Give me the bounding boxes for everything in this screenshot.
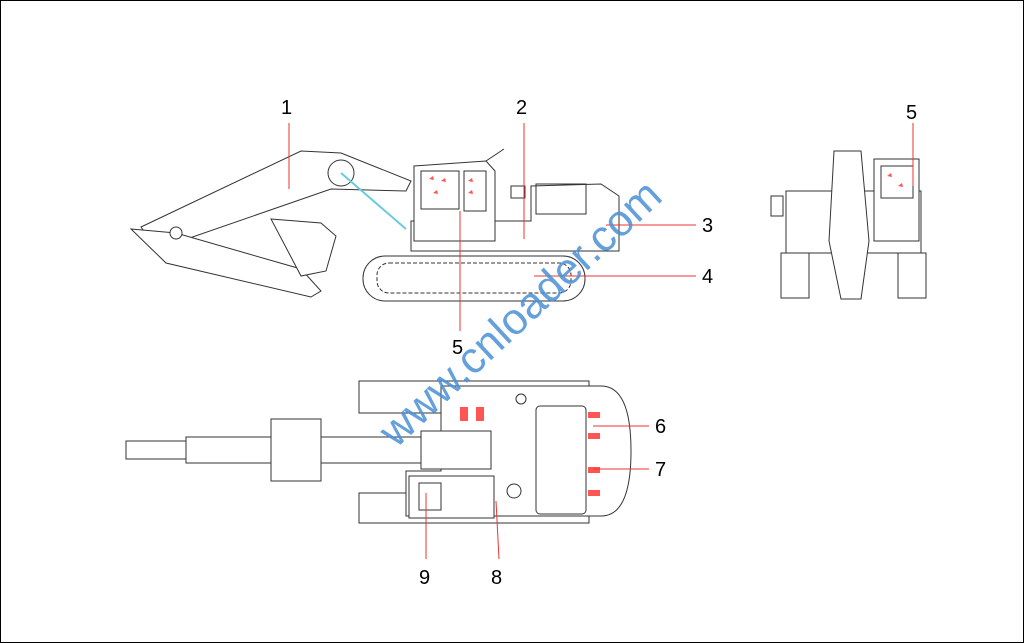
callout-3: 3 [702, 215, 713, 237]
front-track-left [780, 252, 810, 299]
top-cab [408, 475, 495, 519]
callout-6: 6 [655, 416, 666, 438]
front-track-right [897, 252, 927, 299]
callout-1: 1 [281, 97, 292, 119]
callout-8: 8 [491, 567, 502, 589]
callout-9: 9 [419, 567, 430, 589]
front-view [770, 150, 927, 300]
callout-5-front: 5 [906, 102, 917, 124]
callout-4: 4 [702, 266, 713, 288]
side-view [129, 148, 620, 302]
cab [413, 160, 496, 242]
bucket [270, 218, 337, 277]
side-track [362, 255, 586, 302]
callout-7: 7 [655, 459, 666, 481]
front-boom [828, 150, 870, 300]
callout-2: 2 [516, 97, 527, 119]
leader-lines [288, 123, 914, 560]
top-boom [270, 418, 322, 482]
top-bucket [125, 440, 187, 460]
top-view [125, 380, 632, 524]
callout-5-side: 5 [452, 337, 463, 359]
